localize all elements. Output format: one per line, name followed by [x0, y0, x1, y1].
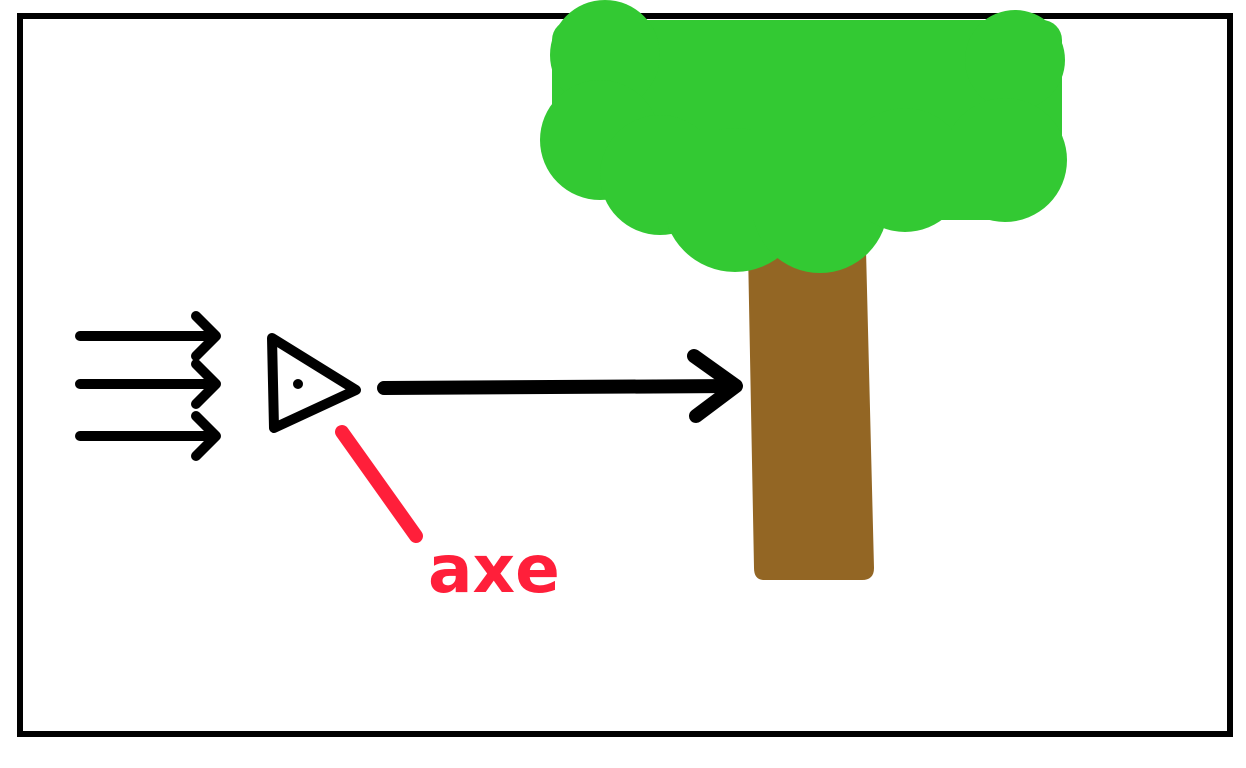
triangle-with-dot-icon	[267, 333, 361, 433]
tree-trunk	[748, 250, 874, 580]
tree-foliage	[540, 0, 1067, 273]
axe-pointer-line	[335, 425, 423, 543]
long-right-arrow-icon	[377, 349, 743, 423]
tree-icon	[540, 0, 1067, 580]
triangle-dot	[293, 379, 303, 389]
triple-right-arrow-icon	[75, 311, 221, 461]
axe-label: axe	[428, 531, 560, 608]
